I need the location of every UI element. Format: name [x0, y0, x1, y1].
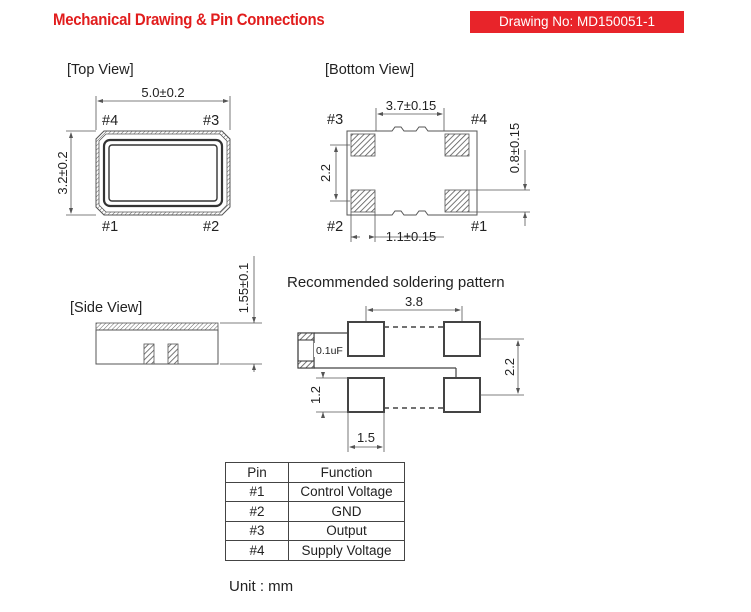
bottom-body-outline	[346, 126, 478, 216]
solder-pad-height-dim: 1.2	[308, 386, 323, 404]
side-lid	[95, 322, 219, 331]
top-pin1-label: #1	[102, 219, 118, 235]
top-pin4-label: #4	[102, 113, 118, 129]
pin-cell: #4	[225, 540, 289, 561]
side-body	[95, 329, 219, 365]
drawing-number-badge: Drawing No: MD150051-1	[470, 11, 684, 33]
solder-pad-2	[347, 377, 385, 413]
top-view: [Top View] 5.0±0.2 3.2±0.2 #4 #3 #1 #2	[55, 62, 231, 235]
side-pad-right	[167, 343, 179, 365]
bottom-pad-3	[350, 133, 376, 157]
solder-pad-width-dim: 1.5	[357, 430, 375, 445]
bottom-pad-1	[444, 189, 470, 213]
solder-pad-3	[347, 321, 385, 357]
table-header-pin: Pin	[225, 462, 289, 483]
bottom-pad-width-dim: 1.1±0.15	[386, 229, 437, 244]
table-row: #4 Supply Voltage	[225, 540, 405, 561]
solder-pad-4	[443, 321, 481, 357]
bottom-spacing-dim: 3.7±0.15	[386, 98, 437, 113]
function-cell: Output	[288, 520, 405, 541]
side-view-label: [Side View]	[70, 300, 142, 316]
pin-cell: #3	[225, 520, 289, 541]
bottom-pin1-label: #1	[471, 219, 487, 235]
capacitor-label: 0.1uF	[316, 345, 343, 357]
bottom-pin3-label: #3	[327, 112, 343, 128]
solder-height-dim: 2.2	[502, 358, 517, 376]
table-row: #3 Output	[225, 520, 405, 541]
solder-pad-1	[443, 377, 481, 413]
page-title: Mechanical Drawing & Pin Connections	[53, 10, 325, 29]
bottom-view: [Bottom View] 3.7±0.15 0.8±0.15 2.2	[318, 62, 530, 244]
bottom-pin2-label: #2	[327, 219, 343, 235]
side-pad-left	[143, 343, 155, 365]
function-cell: Supply Voltage	[288, 540, 405, 561]
pin-cell: #2	[225, 501, 289, 522]
table-header-row: Pin Function	[225, 462, 405, 483]
bottom-pad-4	[444, 133, 470, 157]
function-cell: GND	[288, 501, 405, 522]
bottom-view-label: [Bottom View]	[325, 62, 414, 78]
soldering-pattern: Recommended soldering pattern 3.8 0.1uF …	[287, 274, 524, 452]
table-row: #2 GND	[225, 501, 405, 522]
top-pin3-label: #3	[203, 113, 219, 129]
side-view: [Side View] 1.55±0.1	[70, 256, 262, 372]
solder-spacing-dim: 3.8	[405, 294, 423, 309]
pin-cell: #1	[225, 481, 289, 502]
soldering-title: Recommended soldering pattern	[287, 274, 505, 291]
bottom-vertical-dim: 2.2	[318, 164, 333, 182]
top-view-label: [Top View]	[67, 62, 134, 78]
bottom-pin4-label: #4	[471, 112, 487, 128]
bottom-pad-height-dim: 0.8±0.15	[507, 123, 522, 174]
side-height-dim: 1.55±0.1	[236, 263, 251, 314]
top-pin2-label: #2	[203, 219, 219, 235]
function-cell: Control Voltage	[288, 481, 405, 502]
top-width-dim: 5.0±0.2	[141, 85, 184, 100]
top-height-dim: 3.2±0.2	[55, 151, 70, 194]
pin-function-table: Pin Function #1 Control Voltage #2 GND #…	[225, 462, 405, 561]
bottom-pad-2	[350, 189, 376, 213]
table-header-function: Function	[288, 462, 405, 483]
unit-note: Unit : mm	[229, 578, 294, 595]
table-row: #1 Control Voltage	[225, 481, 405, 502]
